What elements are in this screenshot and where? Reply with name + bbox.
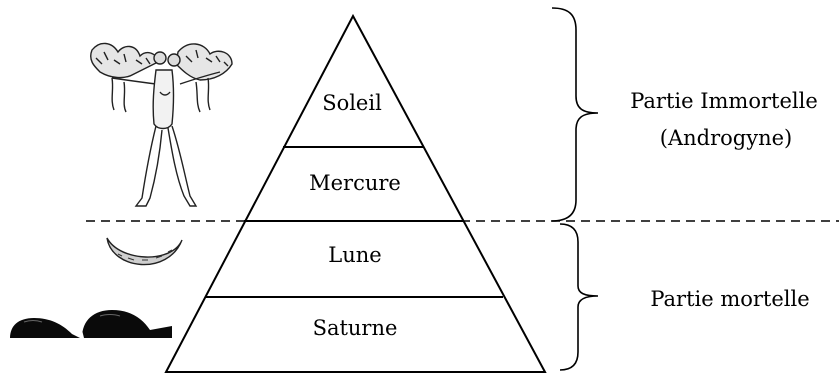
- brace-mortal: [559, 223, 599, 371]
- group-label-androgyne: (Androgyne): [660, 126, 792, 150]
- level-label-lune: Lune: [328, 243, 381, 267]
- group-label-immortal: Partie Immortelle: [630, 89, 818, 113]
- level-label-soleil: Soleil: [322, 91, 382, 115]
- group-label-mortal: Partie mortelle: [650, 287, 809, 311]
- brace-immortal: [551, 7, 599, 222]
- crescent-moon-icon: [106, 237, 183, 266]
- earth-mounds-icon: [10, 310, 172, 338]
- pyramid-outline: [164, 13, 547, 373]
- level-label-mercure: Mercure: [309, 171, 401, 195]
- level-label-saturne: Saturne: [313, 316, 398, 340]
- androgyne-figure-icon: [90, 42, 233, 207]
